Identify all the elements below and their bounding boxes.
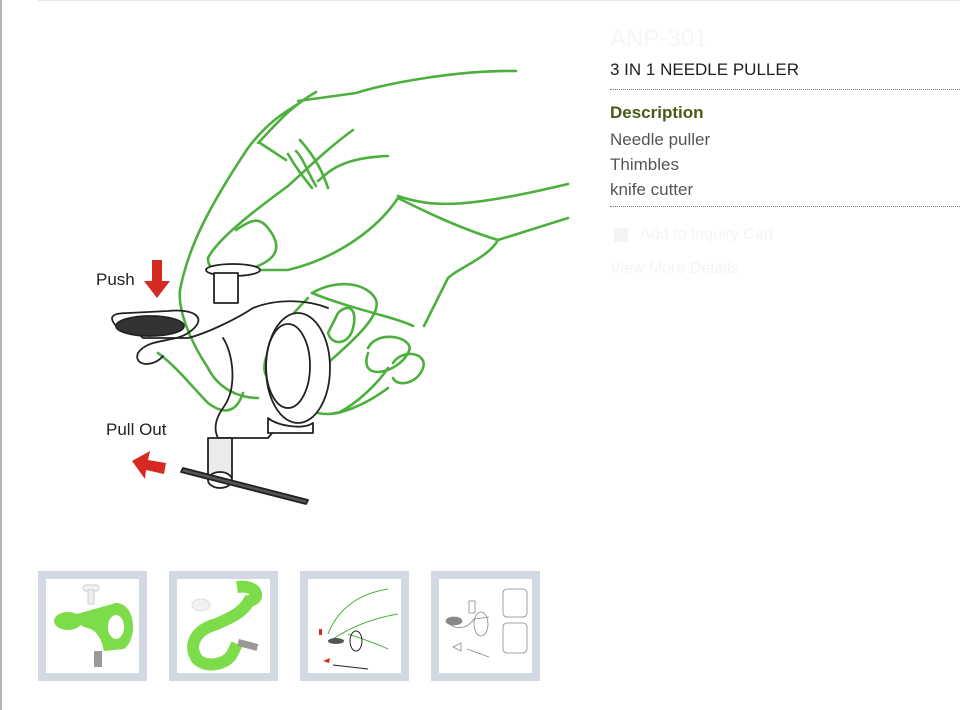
thumbnail-3[interactable] <box>300 571 409 681</box>
push-arrow-icon <box>144 260 170 298</box>
diagram-thumbnail-icon <box>445 588 528 658</box>
dotted-divider <box>610 89 960 90</box>
thumbnail-1[interactable] <box>38 571 147 681</box>
thumbnail-2[interactable] <box>169 571 278 681</box>
product-title: 3 IN 1 NEEDLE PULLER <box>610 60 799 79</box>
product-sku: ANP-301 <box>610 25 708 52</box>
product-front-thumbnail-icon <box>54 584 134 667</box>
push-label: Push <box>96 270 135 289</box>
top-divider <box>38 0 960 1</box>
thumbnail-4[interactable] <box>431 571 540 681</box>
pull-out-arrow-icon <box>132 451 166 479</box>
cart-icon <box>614 228 628 242</box>
hand-illustration-thumbnail-icon <box>319 588 399 670</box>
product-side-thumbnail-icon <box>187 580 262 671</box>
description-item: Needle puller <box>610 130 711 149</box>
add-to-cart-label: Add to Inquiry Cart <box>640 226 774 243</box>
left-border <box>0 0 2 710</box>
pull-out-label: Pull Out <box>106 420 167 439</box>
needle-puller-outline-icon <box>111 263 331 505</box>
description-heading: Description <box>610 103 704 122</box>
view-more-details-link[interactable]: View More Details <box>610 260 739 277</box>
dotted-divider <box>610 206 960 207</box>
description-item: Thimbles <box>610 155 679 174</box>
main-product-image[interactable]: Push Pull Out <box>38 8 578 548</box>
hand-outline-icon <box>156 69 570 416</box>
arrow-icons <box>132 260 170 479</box>
product-info-panel: ANP-301 3 IN 1 NEEDLE PULLER Description… <box>610 24 960 279</box>
description-item: knife cutter <box>610 180 694 199</box>
description-list: Needle puller Thimbles knife cutter <box>610 127 960 202</box>
add-to-inquiry-cart-button[interactable]: Add to Inquiry Cart <box>610 225 960 245</box>
